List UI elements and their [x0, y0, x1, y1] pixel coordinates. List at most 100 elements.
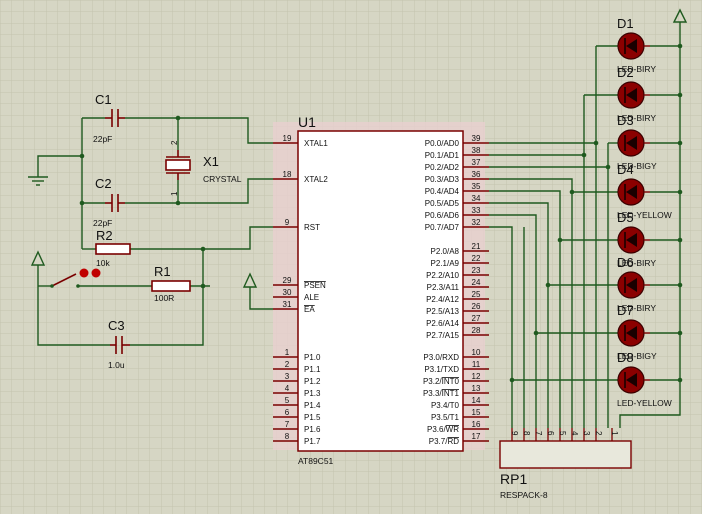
- c1-ref: C1: [95, 92, 112, 107]
- rp1-body: [499, 440, 632, 469]
- mcu-pin-number: 28: [472, 326, 481, 335]
- mcu-pin-p1-6[interactable]: 7P1.6: [273, 420, 321, 434]
- mcu-pin-name: P2.0/A8: [431, 247, 460, 256]
- mcu-pin-number: 35: [472, 182, 481, 191]
- mcu-pin-number: 7: [285, 420, 290, 429]
- mcu-pin-number: 31: [283, 300, 292, 309]
- mcu-pin-name: P3.6/WR: [427, 425, 459, 434]
- rp1-pin-number: 8: [522, 431, 531, 436]
- mcu-pin-name: P3.1/TXD: [424, 365, 459, 374]
- rp1-pin-number: 7: [534, 431, 543, 436]
- wire-ea-vcc: [249, 287, 273, 310]
- led-ref: D4: [617, 162, 634, 177]
- wire-p06: [489, 214, 537, 333]
- wire-c2-xtal2: [125, 178, 273, 204]
- rp1-value: RESPACK-8: [500, 490, 548, 500]
- mcu-pin-number: 13: [472, 384, 481, 393]
- r2-value: 10k: [96, 258, 110, 268]
- mcu-pin-p1-0[interactable]: 1P1.0: [273, 348, 321, 362]
- mcu-pin-number: 18: [283, 170, 292, 179]
- mcu-pin-p1-7[interactable]: 8P1.7: [273, 432, 321, 446]
- rp1-pin-number: 5: [558, 431, 567, 436]
- mcu-pin-name: P2.6/A14: [426, 319, 459, 328]
- led-value: LED-BIGY: [617, 351, 657, 361]
- mcu-pin-number: 32: [472, 218, 481, 227]
- mcu-pin-name: P3.5/T1: [431, 413, 460, 422]
- mcu-pin-p1-5[interactable]: 6P1.5: [273, 408, 321, 422]
- mcu-pin-number: 5: [285, 396, 290, 405]
- rp1-pin-number: 9: [510, 431, 519, 436]
- led-value: LED-BIRY: [617, 303, 656, 313]
- mcu-pin-number: 17: [472, 432, 481, 441]
- mcu-body: [297, 130, 464, 452]
- mcu-pin-number: 19: [283, 134, 292, 143]
- mcu-pin-name: P2.2/A10: [426, 271, 459, 280]
- mcu-pin-number: 14: [472, 396, 481, 405]
- mcu-u1[interactable]: U1 AT89C51 19XTAL118XTAL29RST29PSEN30ALE…: [273, 114, 489, 466]
- mcu-pin-p1-3[interactable]: 4P1.3: [273, 384, 321, 398]
- diode-triangle-icon: [626, 39, 637, 53]
- mcu-pin-number: 24: [472, 278, 481, 287]
- reset-button[interactable]: [50, 268, 101, 288]
- mcu-pin-p1-4[interactable]: 5P1.4: [273, 396, 321, 410]
- mcu-pin-number: 8: [285, 432, 290, 441]
- led-ref: D8: [617, 350, 634, 365]
- diode-triangle-icon: [626, 88, 637, 102]
- mcu-pin-p1-2[interactable]: 3P1.2: [273, 372, 321, 386]
- mcu-pin-number: 4: [285, 384, 290, 393]
- x1-pin1: 1: [170, 191, 179, 196]
- r1-ref: R1: [154, 264, 171, 279]
- mcu-pin-name: P2.4/A12: [426, 295, 459, 304]
- mcu-part: AT89C51: [298, 456, 334, 466]
- rp1-pin-number: 3: [582, 431, 591, 436]
- mcu-pin-name: P2.1/A9: [431, 259, 460, 268]
- rp1-ref: RP1: [500, 471, 527, 487]
- mcu-pin-p1-1[interactable]: 2P1.1: [273, 360, 321, 374]
- mcu-pin-name: P3.7/RD: [429, 437, 459, 446]
- mcu-pin-number: 3: [285, 372, 290, 381]
- r2-ref: R2: [96, 228, 113, 243]
- mcu-pin-number: 2: [285, 360, 290, 369]
- junctions: [79, 43, 683, 383]
